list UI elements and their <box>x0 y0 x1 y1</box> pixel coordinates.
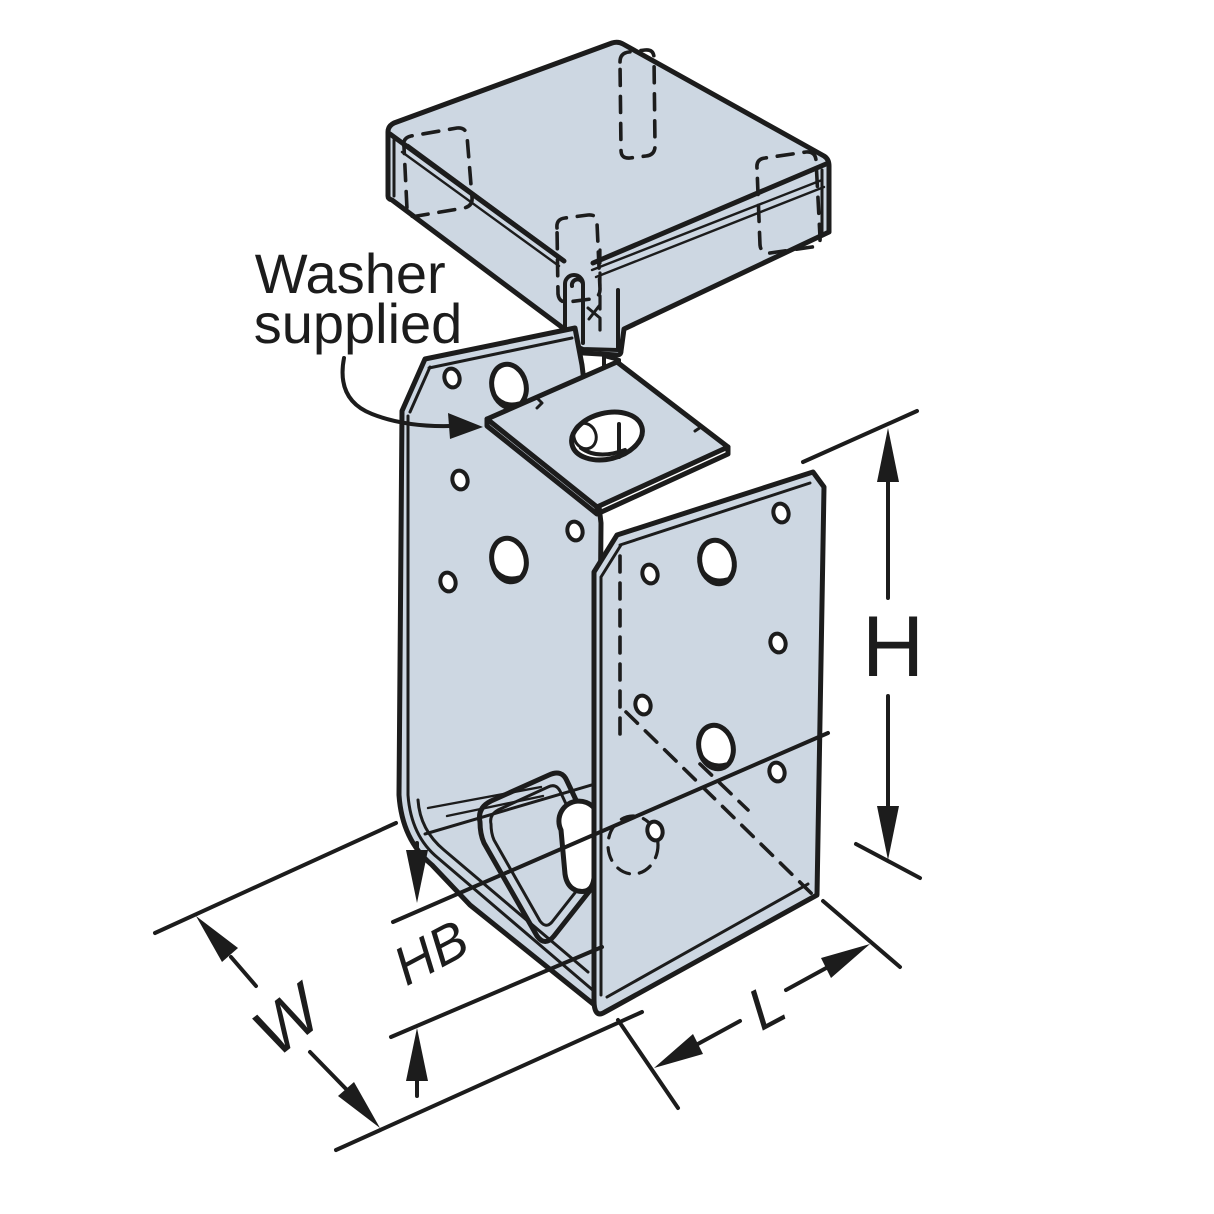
seat-edge-lines <box>426 785 545 818</box>
hb-reference-top <box>391 731 830 924</box>
post-block-center-mark <box>586 304 602 321</box>
nail-hole <box>442 366 462 390</box>
post-block-slot-front <box>555 213 602 304</box>
post-block-hem-curl <box>563 273 585 345</box>
side-plate-nail-holes <box>633 501 791 843</box>
nail-hole <box>645 819 665 843</box>
bolt-hole-shading <box>493 567 521 580</box>
post-block-slot-left <box>401 126 474 219</box>
l-dimension-line-lower <box>694 1019 742 1047</box>
bolt-hole-shading <box>701 569 729 582</box>
post-block <box>385 39 832 358</box>
nail-hole <box>450 468 470 492</box>
dim-label-h: H <box>862 599 924 695</box>
hb-arrow-down-icon <box>406 850 428 903</box>
h-extension-bottom <box>854 842 922 880</box>
washer-note-line1: Washer <box>255 242 446 305</box>
l-dimension-line-upper <box>784 965 830 992</box>
h-extension-top <box>801 409 919 464</box>
dim-label-l: L <box>737 970 796 1043</box>
h-arrow-down-icon <box>877 806 899 860</box>
bracket-side-plate <box>591 469 827 1017</box>
washer-note-line2: supplied <box>254 292 463 355</box>
front-plate-bolt-holes <box>489 361 529 585</box>
callout-leader-curve <box>340 356 452 429</box>
h-arrow-up-icon <box>877 428 899 482</box>
w-dimension-line-upper <box>229 955 258 988</box>
w-extension-top <box>153 821 398 935</box>
nail-hole <box>438 570 458 594</box>
washer-hole-inner-ring <box>572 421 598 451</box>
side-plate-thickness-lines <box>599 481 812 999</box>
callout-arrow-icon <box>448 413 483 439</box>
nail-hole <box>633 693 653 717</box>
hidden-base-edge <box>624 710 814 896</box>
washer-note-text: Washer supplied <box>254 242 463 355</box>
front-plate-thickness-lines <box>406 336 597 994</box>
washer-thickness <box>484 416 731 517</box>
nail-hole <box>640 562 660 586</box>
nail-hole <box>768 631 788 655</box>
washer-callout: Washer supplied <box>254 242 483 439</box>
hidden-base-edge <box>698 762 750 812</box>
w-extension-bottom <box>334 1010 644 1152</box>
bolt-hole <box>489 535 529 585</box>
nail-hole <box>767 760 787 784</box>
post-block-seam-lines <box>400 143 826 279</box>
hb-arrow-up-icon <box>406 1028 428 1081</box>
post-block-slot-right <box>755 150 822 255</box>
dim-label-hb: HB <box>384 909 478 997</box>
w-arrow-upleft-icon <box>196 916 238 962</box>
side-plate-bolt-holes <box>696 537 737 772</box>
w-arrow-downright-icon <box>338 1082 380 1128</box>
post-block-slot-top <box>618 48 657 160</box>
dim-h: H <box>801 409 924 880</box>
nail-hole <box>565 519 585 543</box>
bolt-hole <box>696 722 736 772</box>
l-extension-top <box>821 899 902 969</box>
bolt-hole-shading <box>700 754 728 767</box>
l-arrow-upright-icon <box>821 944 870 978</box>
washer <box>484 359 731 517</box>
w-dimension-line-lower <box>308 1050 350 1093</box>
l-arrow-downleft-icon <box>654 1034 703 1068</box>
nail-hole <box>771 501 791 525</box>
hb-reference-bottom <box>389 945 604 1039</box>
washer-notches <box>534 395 703 433</box>
bolt-hole <box>697 537 737 587</box>
l-extension-bottom <box>616 1018 680 1110</box>
